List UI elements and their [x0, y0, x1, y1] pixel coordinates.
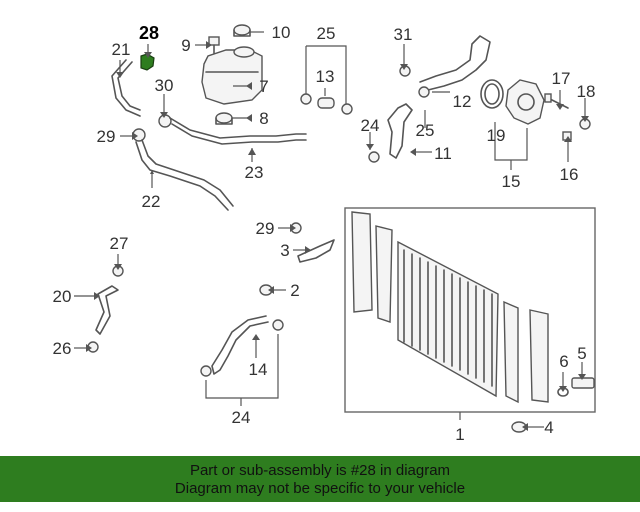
callout-1: 1 [455, 425, 464, 444]
leader-arrows [86, 41, 589, 431]
clamp-24-upper [272, 319, 284, 331]
callout-3: 3 [280, 241, 289, 260]
gasket-19 [480, 79, 504, 109]
parts-diagram: 28 9 10 21 25 31 13 30 7 8 12 17 18 29 2… [53, 23, 596, 444]
cap-10 [233, 24, 251, 37]
cap-8 [215, 112, 233, 125]
hose-13 [317, 97, 335, 109]
callout-4: 4 [544, 418, 553, 437]
callout-2: 2 [290, 281, 299, 300]
callout-29-top: 29 [97, 127, 116, 146]
radiator-core [403, 249, 493, 387]
info-banner: Part or sub-assembly is #28 in diagram D… [0, 456, 640, 502]
bolt-17 [544, 93, 569, 109]
callout-31: 31 [394, 25, 413, 44]
banner-line-2: Diagram may not be specific to your vehi… [174, 480, 466, 497]
callout-13: 13 [316, 67, 335, 86]
callout-20: 20 [53, 287, 72, 306]
clamp-24-top [368, 151, 380, 163]
clamp-25-mid [418, 86, 430, 98]
callout-29-mid: 29 [256, 219, 275, 238]
clamp-24-lower [200, 365, 212, 377]
hose-23 [169, 117, 307, 145]
hose-22 [135, 139, 234, 211]
callout-28: 28 [139, 23, 159, 43]
callout-26: 26 [53, 339, 72, 358]
hose-11 [387, 103, 413, 159]
callout-8: 8 [259, 109, 268, 128]
drain-plug-5 [571, 377, 595, 389]
callout-16: 16 [560, 165, 579, 184]
callout-24-top: 24 [361, 116, 380, 135]
hose-14 [211, 315, 269, 375]
callout-21: 21 [112, 40, 131, 59]
clamp-25-left [300, 93, 312, 105]
callout-22: 22 [142, 192, 161, 211]
leader-lines [74, 31, 586, 428]
callout-23: 23 [245, 163, 264, 182]
callout-6: 6 [559, 352, 568, 371]
callout-14: 14 [249, 360, 268, 379]
callout-11: 11 [434, 144, 452, 163]
callout-30: 30 [155, 76, 174, 95]
hose-20 [95, 285, 119, 335]
clamp-25-right [341, 103, 353, 115]
bracket-3 [297, 239, 335, 263]
hose-21 [111, 59, 141, 117]
callout-labels: 28 9 10 21 25 31 13 30 7 8 12 17 18 29 2… [53, 23, 596, 444]
callout-10: 10 [272, 23, 291, 42]
callout-18: 18 [577, 82, 596, 101]
callout-9: 9 [181, 36, 190, 55]
bolt-9 [208, 36, 220, 54]
callout-15: 15 [502, 172, 521, 191]
callout-19: 19 [487, 126, 506, 145]
reservoir-tank-7 [201, 46, 263, 105]
thermostat-housing-15 [505, 79, 545, 125]
clamp-30 [158, 114, 172, 128]
callout-17: 17 [552, 69, 571, 88]
callout-27: 27 [110, 234, 129, 253]
banner-line-1: Part or sub-assembly is #28 in diagram [189, 462, 451, 479]
callout-25-mid: 25 [416, 121, 435, 140]
callout-12: 12 [453, 92, 472, 111]
hose-12 [419, 35, 491, 91]
callout-5: 5 [577, 344, 586, 363]
callout-7: 7 [259, 77, 268, 96]
radiator-assembly-1 [344, 207, 596, 413]
callout-24-bottom: 24 [232, 408, 251, 427]
callout-25-top: 25 [317, 24, 336, 43]
